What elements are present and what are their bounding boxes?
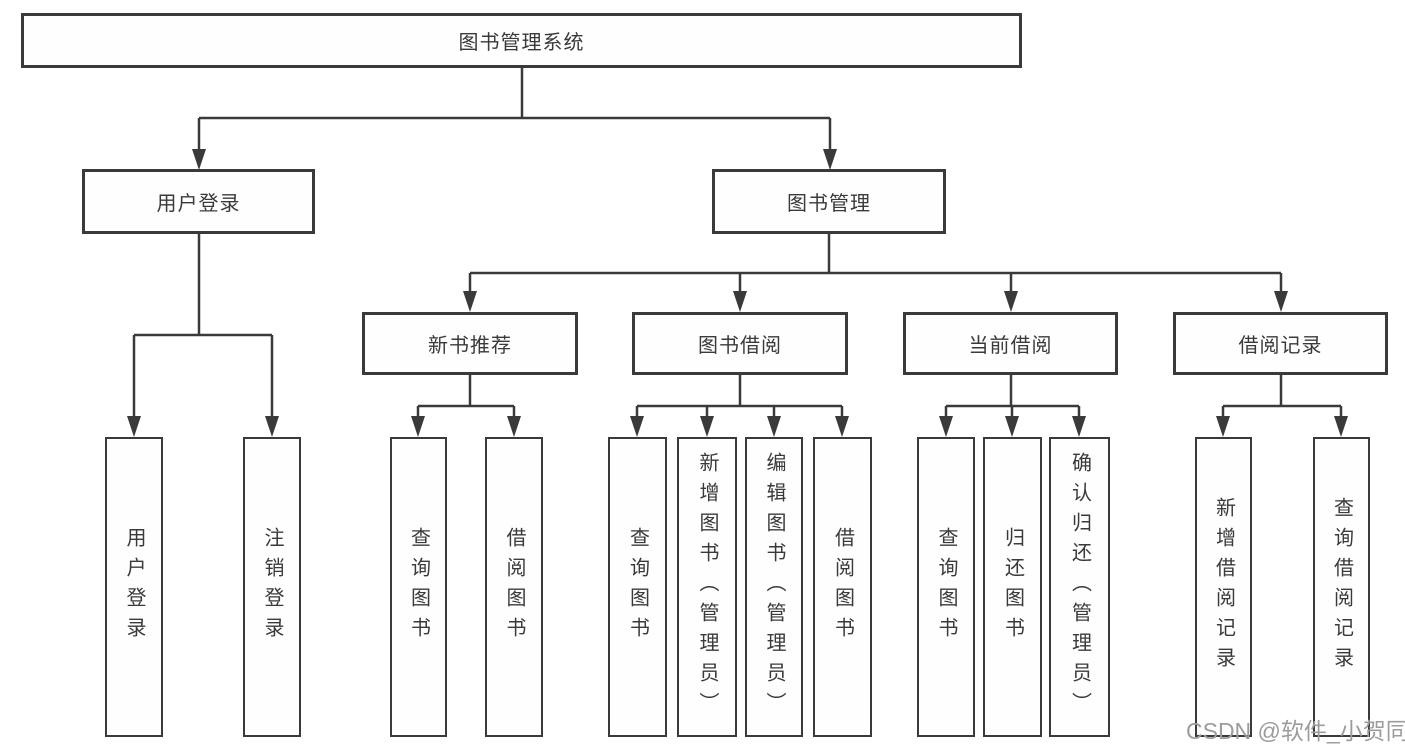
node-borrow-add-books-admin: 新增图书（管理员） xyxy=(677,437,737,737)
node-label: 借阅图书 xyxy=(831,527,854,647)
node-label: 用户登录 xyxy=(156,193,241,215)
node-label: 查询借阅记录 xyxy=(1330,497,1353,677)
node-borrow-edit-books-admin: 编辑图书（管理员） xyxy=(745,437,803,737)
node-label: 注销登录 xyxy=(261,527,283,647)
node-label: 借阅图书 xyxy=(503,527,525,647)
node-library-management-system: 图书管理系统 xyxy=(21,13,1022,68)
node-book-management: 图书管理 xyxy=(712,169,946,234)
node-current-confirm-return-admin: 确认归还（管理员） xyxy=(1049,437,1110,737)
node-current-query-books: 查询图书 xyxy=(917,437,975,737)
node-label: 图书借阅 xyxy=(698,335,782,357)
node-recommend-borrow-books: 借阅图书 xyxy=(485,437,543,737)
connector-current-borrow-children xyxy=(939,375,1086,437)
node-current-return-books: 归还图书 xyxy=(983,437,1042,737)
node-borrow-query-books: 查询图书 xyxy=(608,437,667,737)
node-records-query-record: 查询借阅记录 xyxy=(1313,437,1370,737)
node-user-login: 用户登录 xyxy=(82,169,315,234)
node-records-add-record: 新增借阅记录 xyxy=(1195,437,1252,737)
connector-book-borrow-children xyxy=(630,375,849,437)
node-label: 确认归还（管理员） xyxy=(1068,452,1091,722)
node-label: 编辑图书（管理员） xyxy=(763,452,785,722)
node-logout: 注销登录 xyxy=(243,437,301,737)
node-book-borrow: 图书借阅 xyxy=(632,312,848,375)
node-borrow-records: 借阅记录 xyxy=(1173,312,1388,375)
node-login: 用户登录 xyxy=(105,437,163,737)
node-label: 用户登录 xyxy=(123,527,145,647)
node-label: 当前借阅 xyxy=(968,335,1053,357)
node-borrow-borrow-books: 借阅图书 xyxy=(813,437,872,737)
node-label: 归还图书 xyxy=(1001,527,1024,647)
node-recommend-query-books: 查询图书 xyxy=(390,437,447,737)
node-label: 查询图书 xyxy=(407,527,430,647)
connector-new-book-children xyxy=(411,375,521,437)
node-current-borrow: 当前借阅 xyxy=(903,312,1118,375)
node-label: 新增借阅记录 xyxy=(1212,497,1235,677)
connector-root-to-level2 xyxy=(192,68,837,170)
csdn-watermark: CSDN @软件_小贺同学 xyxy=(1186,718,1405,744)
node-label: 查询图书 xyxy=(935,527,957,647)
connector-borrow-records-children xyxy=(1216,375,1348,437)
node-label: 新书推荐 xyxy=(428,335,512,357)
node-new-book-recommend: 新书推荐 xyxy=(362,312,578,375)
node-label: 新增图书（管理员） xyxy=(696,452,718,722)
node-label: 查询图书 xyxy=(626,527,649,647)
node-label: 借阅记录 xyxy=(1238,335,1323,357)
node-label: 图书管理系统 xyxy=(458,32,585,54)
connector-user-login-children xyxy=(127,234,279,437)
connector-book-management-to-level3 xyxy=(463,234,1288,312)
node-label: 图书管理 xyxy=(787,193,871,215)
